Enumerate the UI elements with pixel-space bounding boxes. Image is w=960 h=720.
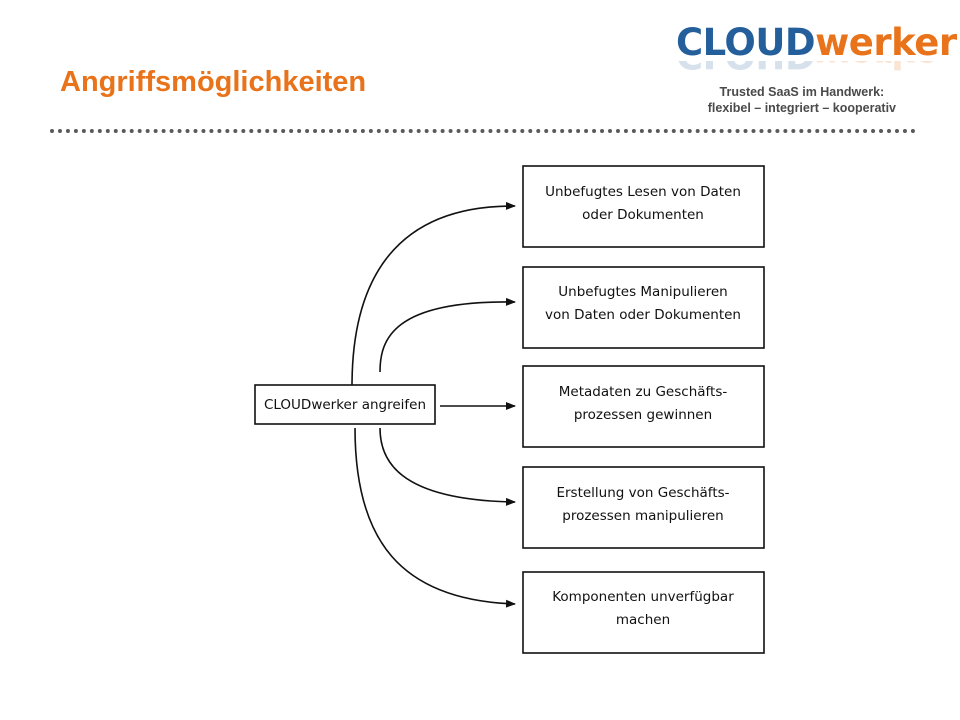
target-node-2-line-1: Unbefugtes Manipulieren [558, 284, 727, 300]
target-node-4-line-1: Erstellung von Geschäfts- [556, 485, 729, 501]
tagline-line-1: Trusted SaaS im Handwerk: [719, 85, 885, 99]
target-node-1: Unbefugtes Lesen von Daten oder Dokument… [522, 165, 765, 248]
target-node-5-line-1: Komponenten unverfügbar [552, 589, 734, 605]
tagline-line-2: flexibel – integriert – kooperativ [707, 101, 896, 115]
connector-1 [351, 201, 516, 387]
connector-5 [354, 427, 516, 608]
logo-wordmark: CLOUDwerker [676, 21, 957, 64]
logo-part-werker: werker [815, 21, 957, 64]
target-node-1-line-2: oder Dokumenten [582, 207, 704, 223]
target-node-5-line-2: machen [616, 612, 670, 628]
tagline: Trusted SaaS im Handwerk: flexibel – int… [708, 84, 896, 116]
target-node-3-line-2: prozessen gewinnen [574, 407, 712, 423]
connector-4 [379, 427, 516, 506]
target-node-2-line-2: von Daten oder Dokumenten [545, 307, 741, 323]
target-node-4: Erstellung von Geschäfts- prozessen mani… [522, 466, 765, 549]
header-divider [50, 129, 916, 133]
source-node: CLOUDwerker angreifen [254, 384, 436, 425]
target-node-3: Metadaten zu Geschäfts- prozessen gewinn… [522, 365, 765, 448]
slide-title: Angriffsmöglichkeiten [60, 66, 367, 98]
source-node-label: CLOUDwerker angreifen [264, 397, 426, 413]
cloudwerker-logo: CLOUDwerker CLOUDwerker [676, 21, 957, 73]
connector-2 [379, 297, 516, 373]
target-node-2: Unbefugtes Manipulieren von Daten oder D… [522, 266, 765, 349]
target-node-5: Komponenten unverfügbar machen [522, 571, 765, 654]
logo-part-cloud: CLOUD [676, 21, 816, 64]
target-node-4-line-2: prozessen manipulieren [562, 508, 723, 524]
target-node-1-line-1: Unbefugtes Lesen von Daten [545, 184, 741, 200]
target-node-3-line-1: Metadaten zu Geschäfts- [559, 384, 728, 400]
